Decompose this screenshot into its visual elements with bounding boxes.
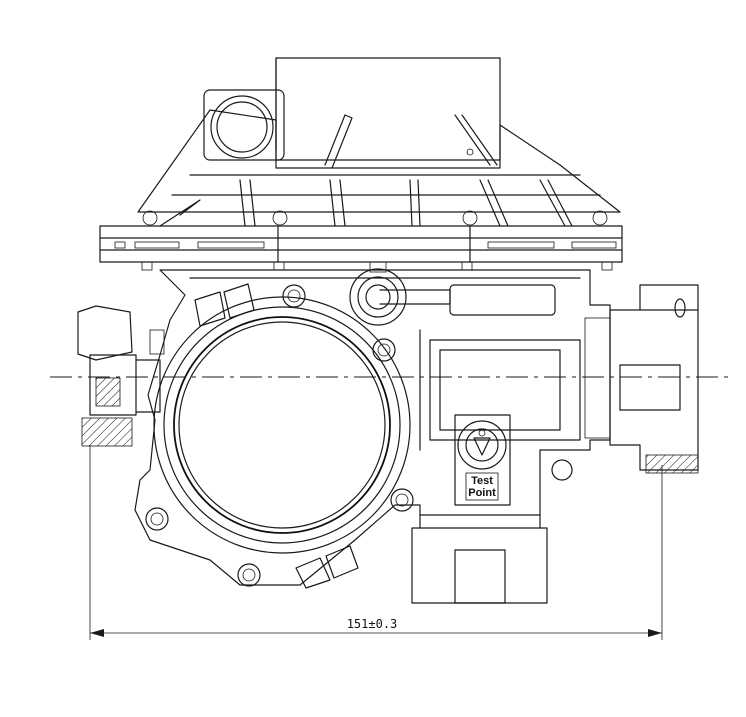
inlet-port-top [203,89,285,161]
bottom-block [411,514,548,604]
dimension-line [89,445,663,640]
dimension-label: 151±0.3 [347,617,398,631]
test-point-label-line1: Test [471,475,493,487]
top-cover [137,57,621,227]
right-fitting [584,284,699,474]
main-body [134,261,611,589]
outlet-port [153,296,411,554]
test-point-label-line2: Point [468,487,496,499]
test-point: Test Point [454,414,511,506]
flange-band [99,210,623,271]
left-fitting [77,305,165,447]
